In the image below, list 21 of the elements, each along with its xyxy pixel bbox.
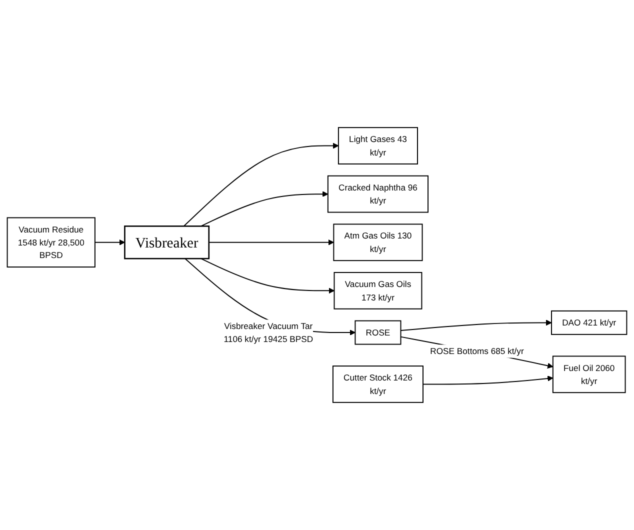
- arrow: [208, 239, 334, 246]
- arrow: [422, 376, 554, 385]
- arrow: [400, 320, 552, 332]
- node-box: ROSE: [354, 320, 402, 345]
- node-box: Vacuum Gas Oils 173 kt/yr: [334, 272, 422, 310]
- node-box: Visbreaker: [124, 226, 210, 260]
- node-box: Light Gases 43 kt/yr: [338, 127, 418, 164]
- edge-label: Visbreaker Vacuum Tar 1106 kt/yr 19425 BPSD: [224, 320, 314, 344]
- arrow: [200, 191, 328, 227]
- arrow: [183, 142, 339, 227]
- node-box: Atm Gas Oils 130 kt/yr: [333, 224, 423, 262]
- arrow: [200, 258, 334, 294]
- node-box: Fuel Oil 2060 kt/yr: [552, 356, 626, 394]
- arrow: [400, 336, 554, 369]
- node-box: DAO 421 kt/yr: [551, 310, 628, 335]
- node-box: Vacuum Residue 1548 kt/yr 28,500 BPSD: [6, 217, 96, 268]
- arrow: [94, 239, 125, 246]
- arrow: [184, 258, 356, 336]
- edge-label: ROSE Bottoms 685 kt/yr: [430, 346, 524, 356]
- node-box: Cracked Naphtha 96 kt/yr: [327, 175, 429, 213]
- node-box: Cutter Stock 1426 kt/yr: [332, 366, 424, 403]
